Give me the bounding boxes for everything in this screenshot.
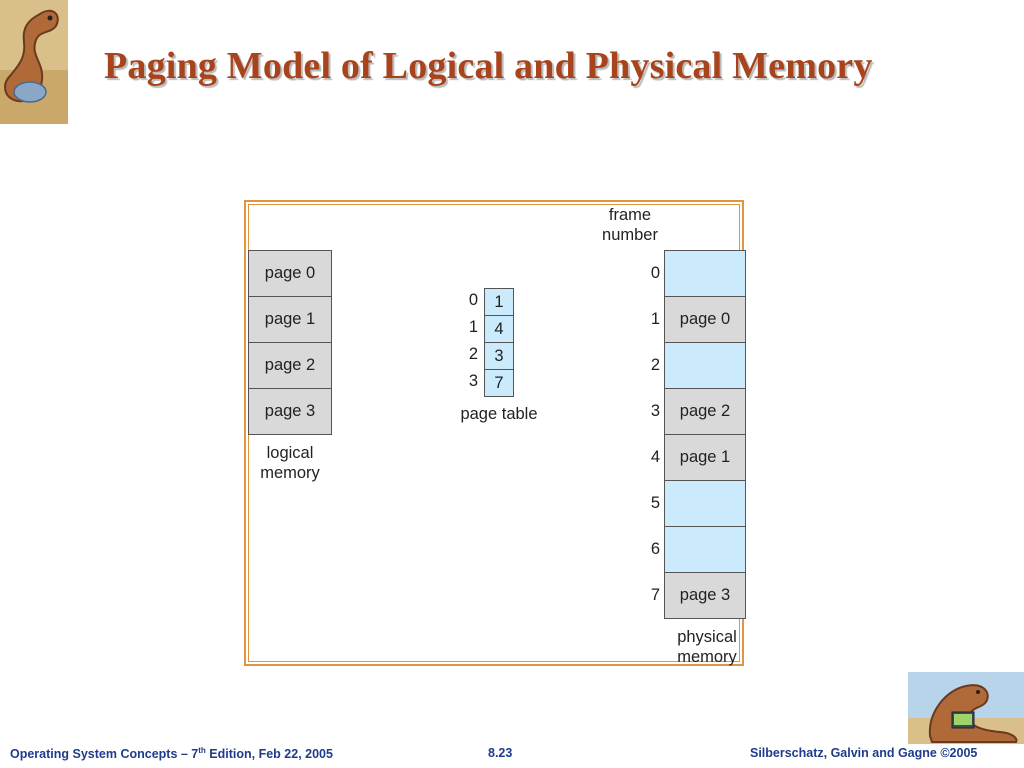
logical-page-0: page 0 — [248, 250, 332, 297]
page-table-index-1: 1 — [468, 318, 478, 336]
physical-memory-label: physical memory — [666, 627, 748, 667]
page-table-label: page table — [460, 405, 538, 423]
footer-book-title-suffix: Edition, Feb 22, 2005 — [205, 747, 333, 762]
logical-page-3: page 3 — [248, 388, 332, 435]
frame-number-6: 6 — [650, 540, 660, 558]
frame-number-0: 0 — [650, 264, 660, 282]
physical-frame-4: page 1 — [664, 434, 746, 481]
page-table-entry-2: 3 — [484, 342, 514, 370]
frame-number-7: 7 — [650, 586, 660, 604]
physical-frame-0 — [664, 250, 746, 297]
page-table-index-3: 3 — [468, 372, 478, 390]
physical-frame-5 — [664, 480, 746, 527]
logical-page-2: page 2 — [248, 342, 332, 389]
slide-title: Paging Model of Logical and Physical Mem… — [104, 45, 873, 87]
frame-number-header-line2: number — [602, 226, 658, 244]
dinosaur-logo-icon — [0, 0, 68, 124]
page-table-entry-0: 1 — [484, 288, 514, 316]
frame-number-5: 5 — [650, 494, 660, 512]
page-table-entry-3: 7 — [484, 369, 514, 397]
logical-memory-label-line2: memory — [260, 464, 320, 482]
logical-memory-label-line1: logical — [266, 444, 314, 462]
physical-memory-label-line2: memory — [677, 648, 737, 666]
physical-memory-label-line1: physical — [677, 628, 737, 646]
paging-diagram: page 0 page 1 page 2 page 3 logical memo… — [244, 200, 746, 666]
physical-frame-3: page 2 — [664, 388, 746, 435]
footer-book-title-prefix: Operating System Concepts – 7 — [10, 747, 199, 762]
physical-frame-1: page 0 — [664, 296, 746, 343]
physical-frame-2 — [664, 342, 746, 389]
logical-page-1: page 1 — [248, 296, 332, 343]
footer-slide-number: 8.23 — [488, 746, 513, 760]
footer-book-title: Operating System Concepts – 7th Edition,… — [10, 746, 333, 761]
frame-number-1: 1 — [650, 310, 660, 328]
frame-number-header: frame number — [590, 205, 670, 245]
page-table-index-0: 0 — [468, 291, 478, 309]
footer-book-title-sup: th — [198, 746, 206, 755]
frame-number-header-line1: frame — [608, 206, 652, 224]
frame-number-3: 3 — [650, 402, 660, 420]
logical-memory-label: logical memory — [246, 443, 334, 483]
page-table-entry-1: 4 — [484, 315, 514, 343]
frame-number-4: 4 — [650, 448, 660, 466]
dinosaur-computer-logo-icon — [908, 672, 1024, 744]
frame-number-2: 2 — [650, 356, 660, 374]
footer-copyright: Silberschatz, Galvin and Gagne ©2005 — [750, 746, 978, 760]
physical-frame-6 — [664, 526, 746, 573]
physical-frame-7: page 3 — [664, 572, 746, 619]
page-table-index-2: 2 — [468, 345, 478, 363]
